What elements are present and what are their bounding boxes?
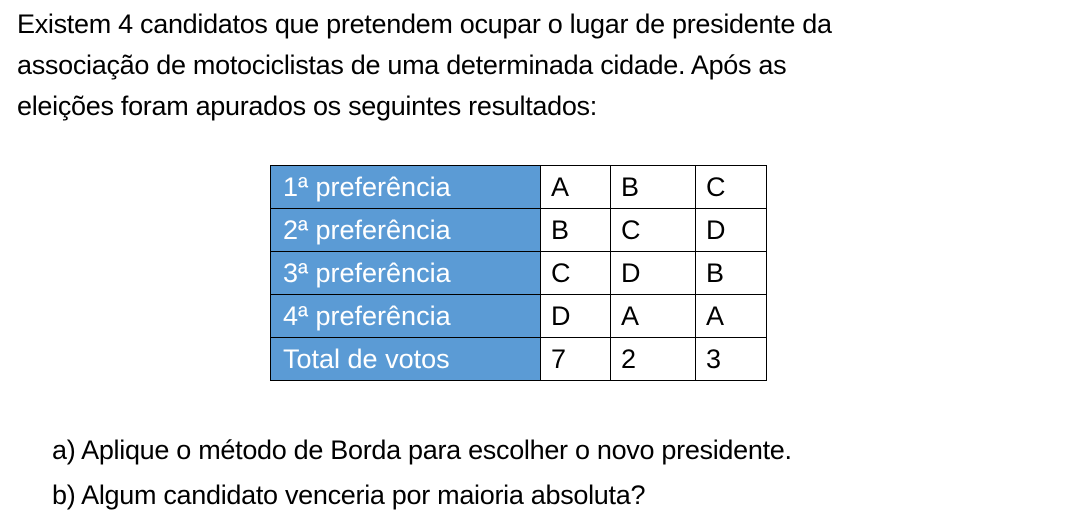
questions: a) Aplique o método de Borda para escolh… — [52, 428, 792, 518]
table-cell: A — [610, 294, 696, 338]
table-cell: A — [695, 294, 767, 338]
table-cell: C — [695, 165, 767, 209]
row-label: 1ª preferência — [270, 165, 541, 209]
question-b: b) Algum candidato venceria por maioria … — [52, 480, 646, 510]
table-cell: B — [540, 208, 611, 252]
table-cell: D — [610, 251, 696, 295]
table-cell: B — [695, 251, 767, 295]
preference-table: 1ª preferência A B C 2ª preferência B C … — [270, 165, 767, 381]
row-label: Total de votos — [270, 337, 541, 381]
table-row: 1ª preferência A B C — [270, 165, 767, 209]
table-cell: B — [610, 165, 696, 209]
question-a: a) Aplique o método de Borda para escolh… — [52, 435, 792, 465]
vote-count: 3 — [695, 337, 767, 381]
table-cell: C — [610, 208, 696, 252]
row-label: 3ª preferência — [270, 251, 541, 295]
intro-line: eleições foram apurados os seguintes res… — [17, 91, 597, 121]
vote-count: 2 — [610, 337, 696, 381]
vote-count: 7 — [540, 337, 611, 381]
table-row: 2ª preferência B C D — [270, 208, 767, 252]
table-cell: D — [695, 208, 767, 252]
row-label: 2ª preferência — [270, 208, 541, 252]
table-cell: A — [540, 165, 611, 209]
table-row: 3ª preferência C D B — [270, 251, 767, 295]
problem-statement: Existem 4 candidatos que pretendem ocupa… — [17, 4, 1077, 127]
row-label: 4ª preferência — [270, 294, 541, 338]
table-row-total: Total de votos 7 2 3 — [270, 337, 767, 381]
table-cell: D — [540, 294, 611, 338]
table-row: 4ª preferência D A A — [270, 294, 767, 338]
intro-line: associação de motociclistas de uma deter… — [17, 50, 787, 80]
table-cell: C — [540, 251, 611, 295]
intro-line: Existem 4 candidatos que pretendem ocupa… — [17, 9, 832, 39]
